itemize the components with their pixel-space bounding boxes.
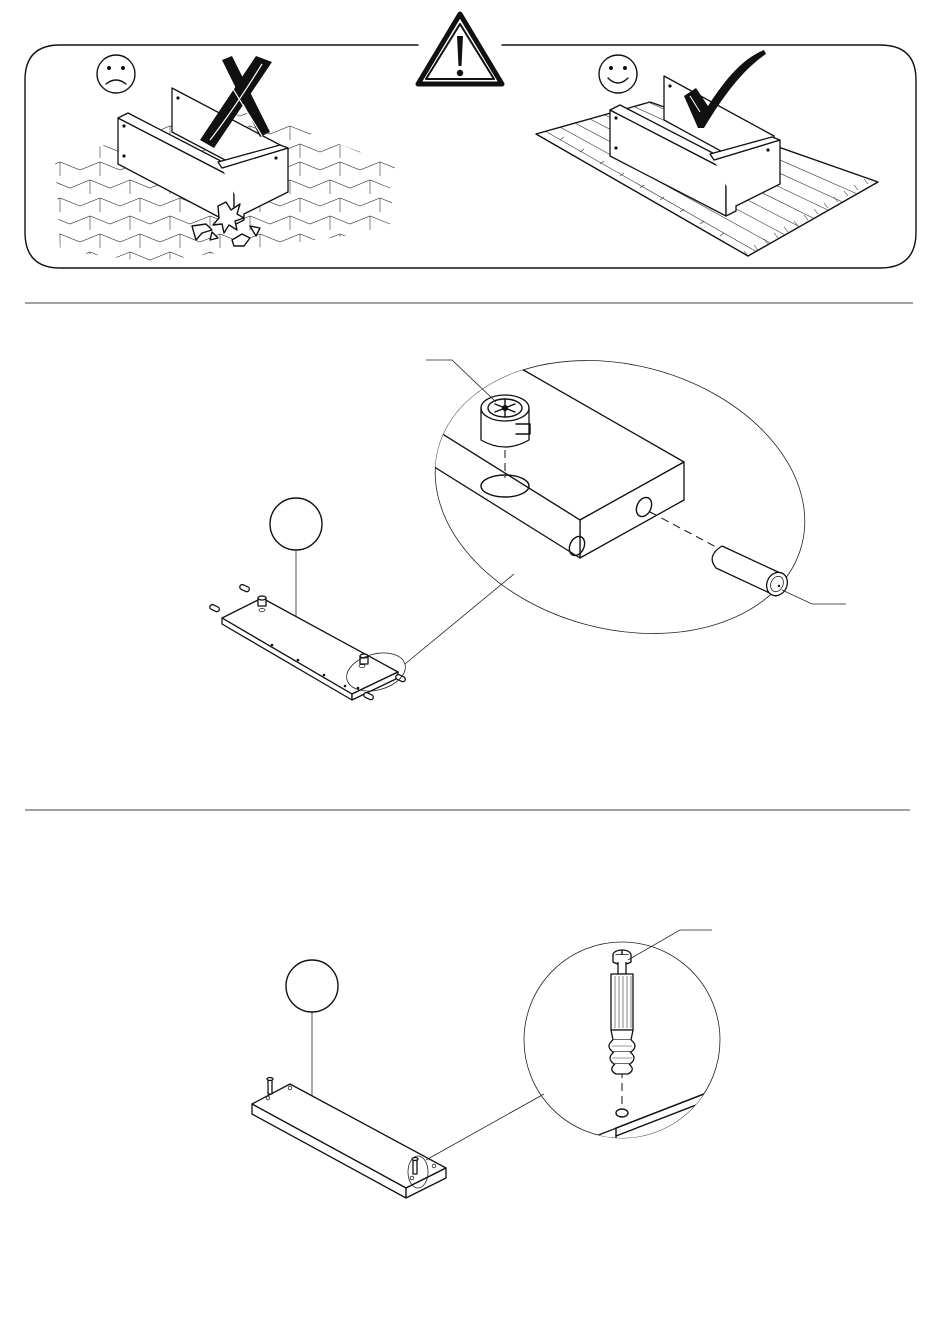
step-cam-lock-housing-and-dowel	[209, 321, 846, 701]
smiley-face-icon	[599, 55, 637, 93]
side-panel	[252, 1078, 446, 1199]
cam-bolt-icon	[609, 950, 635, 1074]
warning-triangle-icon	[418, 14, 502, 84]
shelf-panel	[222, 596, 398, 700]
cam-lock-housing-icon	[481, 395, 530, 447]
detail-zoom-view	[404, 321, 836, 673]
sad-face-icon	[97, 55, 135, 93]
warning-banner	[25, 14, 916, 268]
detail-zoom-view	[524, 942, 760, 1220]
paved-floor-illustration	[30, 88, 400, 266]
carpet-floor-illustration	[536, 76, 878, 256]
step-cam-bolt	[252, 930, 760, 1220]
wooden-dowel-large	[712, 546, 791, 599]
part-number-circle-icon	[270, 498, 322, 622]
